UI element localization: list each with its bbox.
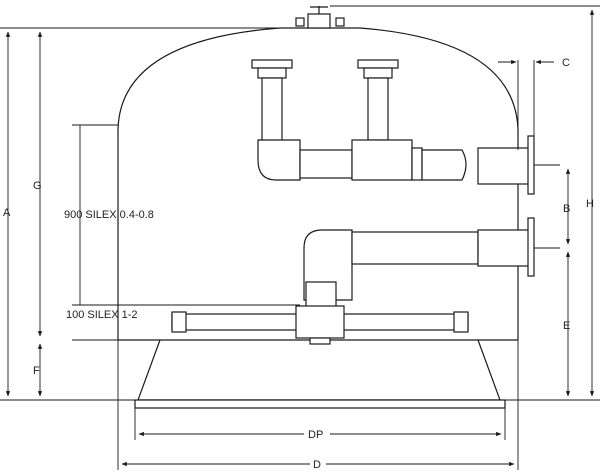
- bottom-laterals: [171, 305, 469, 345]
- media-level-lines: [72, 124, 300, 341]
- top-air-valve: [295, 6, 345, 29]
- dimension-f: F: [33, 343, 43, 397]
- label-dp: DP: [308, 429, 323, 441]
- label-e: E: [563, 320, 570, 332]
- dimension-h: H: [330, 5, 600, 401]
- label-c: C: [562, 57, 570, 69]
- label-g: G: [33, 180, 42, 192]
- label-h: H: [586, 198, 594, 210]
- dimension-e: E: [563, 251, 570, 397]
- dimension-dp: DP: [134, 408, 506, 441]
- media-label-upper: 900 SILEX 0.4-0.8: [64, 209, 154, 221]
- dimension-d: D: [117, 340, 519, 471]
- dimension-c: C: [498, 57, 570, 150]
- tank-stand: [134, 339, 506, 409]
- lower-inlet-pipes: [303, 217, 560, 311]
- media-label-lower: 100 SILEX 1-2: [66, 309, 138, 321]
- label-a: A: [3, 207, 11, 219]
- upper-collector-pipes: [251, 59, 560, 195]
- label-f: F: [33, 365, 40, 377]
- label-b: B: [563, 203, 570, 215]
- dimension-g: G: [33, 31, 43, 337]
- dimension-b: B: [563, 168, 570, 245]
- label-d: D: [313, 459, 321, 471]
- dimension-a: A: [0, 27, 290, 401]
